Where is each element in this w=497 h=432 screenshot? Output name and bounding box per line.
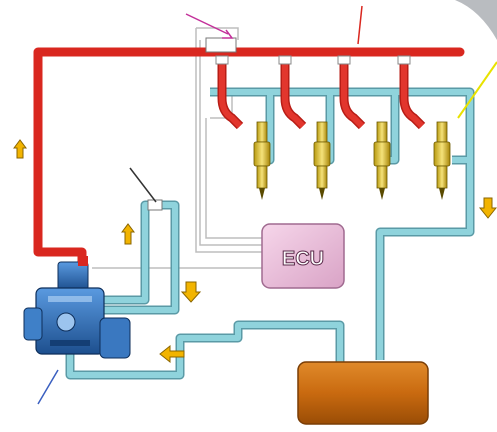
pump-to-rail-line [33, 52, 87, 270]
injectors [253, 121, 451, 200]
arrow-down-icon [180, 281, 202, 303]
flow-arrows [13, 139, 497, 364]
injector-2 [313, 121, 331, 200]
arrow-up-icon [13, 139, 27, 159]
rail-fittings [215, 55, 411, 65]
arrow-up-icon [121, 223, 135, 245]
high-pressure-pump [23, 256, 131, 359]
corner-decoration [455, 0, 497, 40]
ecu-label: ECU [282, 248, 324, 270]
rail-pressure-sensor [205, 37, 237, 53]
arrow-down-icon [478, 197, 497, 219]
high-pressure-lines [33, 47, 465, 270]
injector-4 [433, 121, 451, 200]
pointer-lines [37, 5, 497, 405]
injector-1 [253, 121, 271, 200]
ecu-unit: ECU [261, 223, 345, 289]
arrow-left-icon [159, 344, 185, 364]
fuel-tank [297, 361, 429, 425]
injector-3 [373, 121, 391, 200]
ecu-wiring [92, 27, 268, 269]
